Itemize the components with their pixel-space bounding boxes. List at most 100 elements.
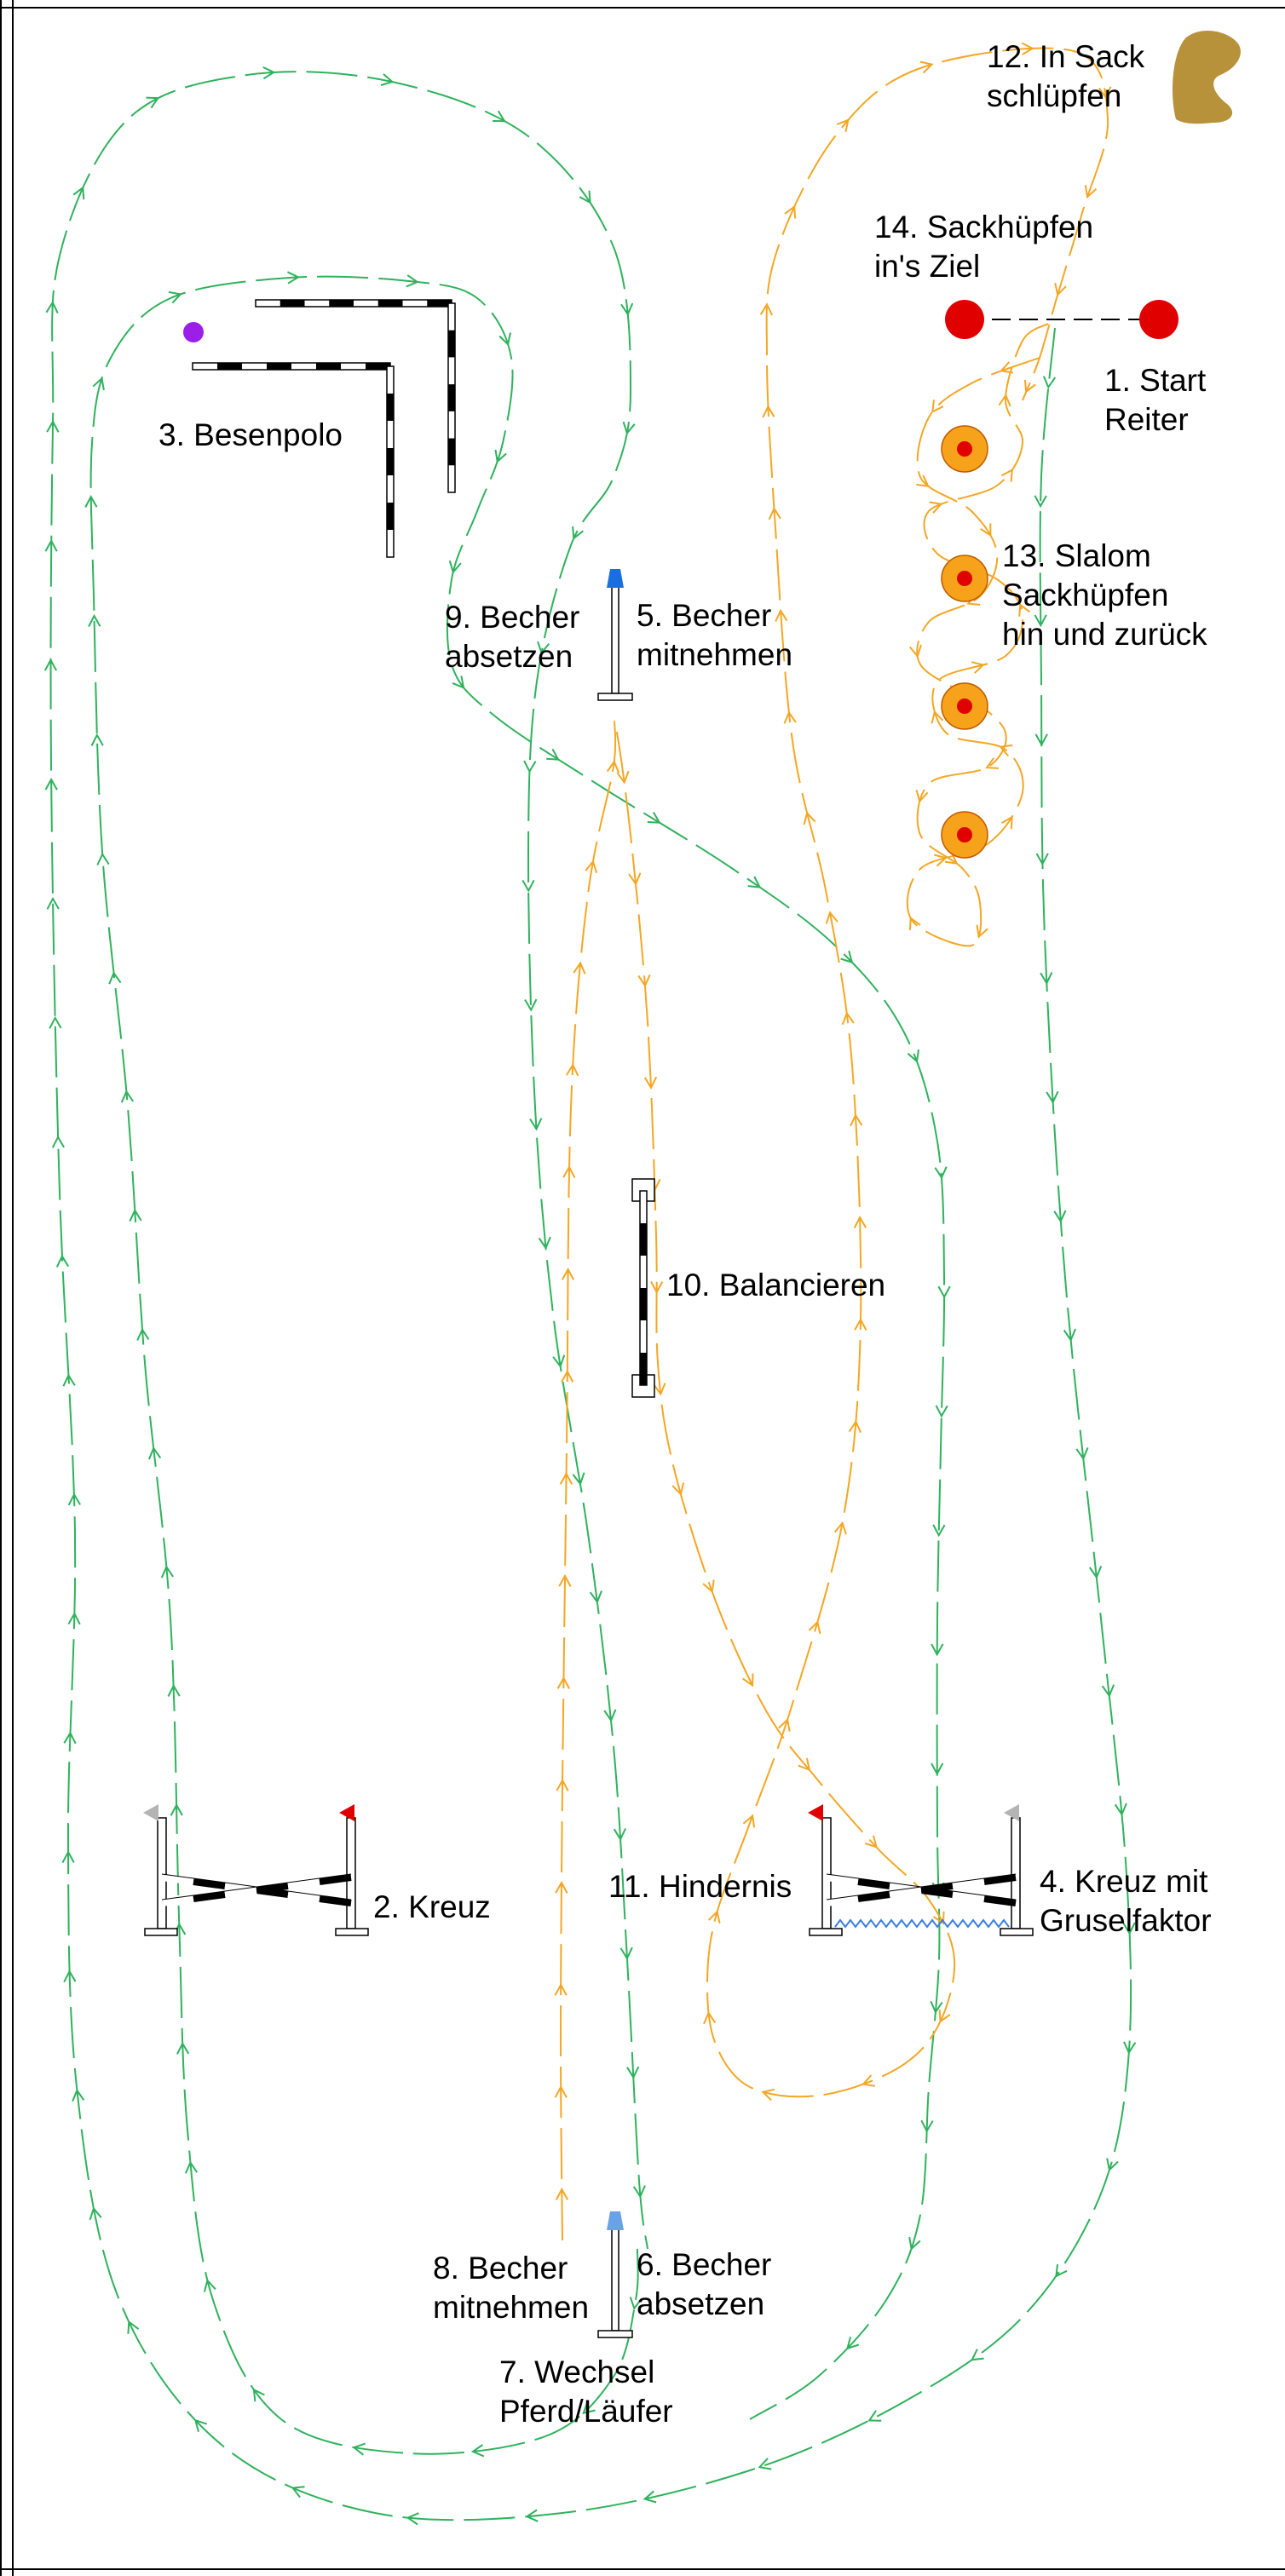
slalom-cone-4	[941, 811, 988, 859]
runner-route-main-arrow	[616, 770, 630, 785]
rider-route-outer-arrow	[62, 1373, 76, 1387]
runner-route-main-arrow	[653, 1383, 666, 1396]
runner-route-slalom-arrow	[985, 757, 1000, 769]
rider-route-inner-arrow	[920, 2119, 934, 2133]
rider-route-outer-arrow	[525, 2509, 539, 2522]
rider-route-outer-arrow	[529, 1118, 543, 1131]
rider-route-outer-arrow	[758, 2458, 772, 2470]
rider-route-inner-arrow	[176, 2041, 190, 2055]
besenpolo-pole-left-stripe	[387, 503, 394, 530]
kreuz-grusel-jump-post-right	[1011, 1817, 1021, 1929]
runner-route-main-arrow	[784, 204, 797, 219]
rider-route-inner-arrow	[846, 2337, 860, 2350]
rider-route-inner-arrow	[747, 876, 762, 888]
besenpolo-pole-top-stripe	[279, 300, 305, 307]
kreuz-jump-rail-b-stripe	[193, 1891, 226, 1902]
runner-route-main-arrow	[554, 1982, 568, 1996]
kreuz-grusel-jump-rail-b-edge	[826, 1873, 1017, 1900]
rider-route-outer-arrow	[1053, 1210, 1067, 1223]
runner-route-main-arrow	[1054, 282, 1067, 296]
slalom-cone-1	[941, 425, 988, 473]
besenpolo-pole-right	[447, 302, 456, 493]
rider-route-outer-arrow	[127, 2320, 140, 2334]
rider-route-outer-arrow	[1055, 2263, 1068, 2278]
rider-route-outer-arrow	[49, 1015, 62, 1029]
runner-route-main-arrow	[556, 1676, 570, 1689]
besenpolo-pole-middle-stripe	[267, 363, 291, 370]
cone-inner-icon	[957, 441, 972, 457]
rider-route-outer-arrow	[380, 73, 395, 86]
rider-route-inner-arrow	[167, 1683, 181, 1697]
label-in-sack: 12. In Sack schlüpfen	[987, 39, 1145, 113]
balance-beam-pole-stripe	[640, 1288, 647, 1320]
rider-route-outer-arrow	[146, 96, 160, 109]
rider-route-outer-arrow	[1035, 853, 1049, 866]
rider-route-outer-arrow	[44, 538, 58, 552]
kreuz-jump-foot-left	[144, 1928, 178, 1936]
rider-route-inner-arrow	[546, 748, 560, 761]
rider-route-inner-arrow	[88, 613, 101, 627]
rider-route-outer-arrow	[603, 1709, 617, 1722]
rider-route-inner-arrow	[352, 2442, 366, 2456]
runner-route-slalom-arrow	[933, 854, 948, 867]
runner-route-main-arrow	[650, 1281, 664, 1294]
rider-route-inner-arrow	[90, 733, 104, 746]
label-hindernis: 11. Hindernis	[608, 1869, 792, 1904]
rider-route-inner-arrow	[406, 274, 419, 288]
runner-route-main-arrow	[833, 1521, 847, 1535]
rider-route-outer-arrow	[51, 1135, 65, 1148]
rider-route-outer-arrow	[61, 1850, 75, 1863]
runner-route-slalom-arrow	[908, 916, 921, 930]
kreuz-grusel-jump-flag-left-icon	[808, 1804, 823, 1821]
runner-route-main-arrow	[606, 760, 620, 773]
kreuz-grusel-jump-post-left	[821, 1817, 832, 1929]
rider-route-outer-arrow	[1040, 972, 1053, 986]
rider-route-inner-arrow	[108, 971, 122, 985]
rider-route-outer-arrow	[1034, 733, 1048, 747]
rider-route-outer-arrow	[406, 2512, 419, 2526]
runner-route-main-arrow	[561, 1370, 574, 1383]
runner-route-main-arrow	[783, 710, 797, 724]
kreuz-jump-rail-b-stripe	[287, 1878, 320, 1889]
runner-route-main-arrow	[841, 1011, 855, 1026]
rider-route-inner-arrow	[448, 560, 462, 574]
rider-route-outer-line	[49, 71, 1132, 2521]
rider-route-outer-arrow	[626, 2066, 640, 2079]
frame-left-outer	[0, 0, 2, 2576]
rider-route-outer-arrow	[620, 302, 634, 316]
rider-route-inner-arrow	[931, 1762, 944, 1776]
rider-route-outer-arrow	[1101, 1684, 1115, 1698]
frame-top	[0, 7, 1285, 9]
kreuz-grusel-jump-foot-left	[809, 1928, 843, 1936]
runner-route-slalom-line	[906, 323, 1049, 947]
rider-route-outer-arrow	[72, 2088, 85, 2102]
rider-route-outer-arrow	[55, 1254, 70, 1268]
rider-route-outer-arrow	[538, 1236, 551, 1251]
runner-route-slalom-arrow	[931, 710, 944, 724]
rider-route-outer-arrow	[1106, 2158, 1119, 2172]
runner-route-main-arrow	[864, 1835, 878, 1849]
runner-route-main-arrow	[643, 1076, 658, 1090]
runner-route-slalom-arrow	[1000, 468, 1013, 482]
rider-route-inner-line	[89, 275, 946, 2455]
rider-route-outer-arrow	[63, 1969, 77, 1983]
cup-stand-bottom	[597, 2211, 633, 2338]
kreuz-jump-post-left	[157, 1817, 167, 1929]
cup-stand-bottom-pole	[611, 2228, 619, 2332]
rider-route-outer-arrow	[572, 1472, 585, 1486]
runner-route-slalom-arrow	[971, 661, 985, 674]
runner-route-slalom-arrow	[1018, 603, 1031, 617]
runner-route-main-arrow	[702, 1579, 715, 1594]
balance-beam-pole	[639, 1190, 648, 1386]
runner-route-main-arrow	[742, 1673, 754, 1688]
rider-route-inner-arrow	[930, 2000, 943, 2015]
runner-route-main-line	[559, 47, 1109, 2241]
runner-route-main-arrow	[938, 2010, 951, 2023]
kreuz-jump-rail-b-stripe	[224, 1887, 257, 1898]
besenpolo-pole-top-stripe	[427, 300, 452, 307]
runner-route-main-arrow	[628, 872, 642, 886]
kreuz-grusel-jump-rail-a-stripe	[952, 1891, 985, 1902]
besenpolo-pole-right-stripe	[448, 330, 455, 358]
